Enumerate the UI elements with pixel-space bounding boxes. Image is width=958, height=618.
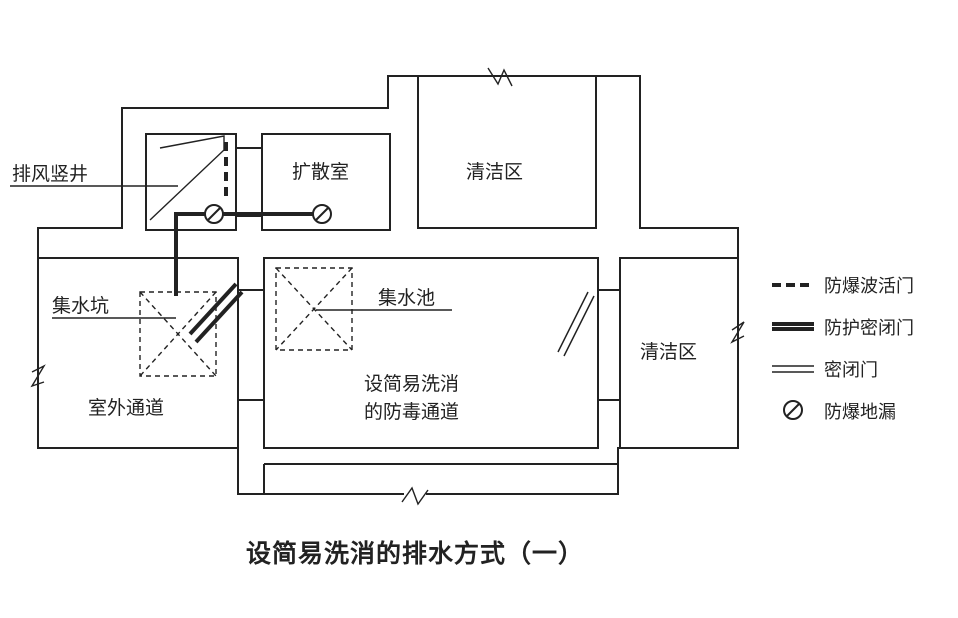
label-exhaust-shaft: 排风竖井: [12, 163, 88, 185]
label-decon-line1: 设简易洗消: [364, 373, 459, 395]
legend-label: 防护密闭门: [824, 318, 914, 339]
sump-pit-box: [139, 291, 217, 377]
label-clean-zone-right: 清洁区: [640, 341, 697, 363]
label-outdoor-passage: 室外通道: [88, 397, 164, 419]
drain-pipe: [174, 212, 322, 296]
protective-airtight-door: [188, 282, 244, 344]
floor-drain-icon: [204, 204, 224, 224]
sump-pool-box: [275, 267, 353, 351]
label-decon-line2: 的防毒通道: [364, 401, 459, 423]
legend-label: 密闭门: [824, 360, 878, 381]
label-sump-pit: 集水坑: [52, 295, 109, 317]
label-sump-pool: 集水池: [378, 287, 435, 309]
airtight-door: [557, 291, 595, 357]
label-clean-zone-top: 清洁区: [466, 161, 523, 183]
floor-drain-icon: [783, 400, 803, 420]
legend-label: 防爆波活门: [824, 276, 914, 297]
walls: [30, 67, 745, 506]
floor-drain-icon: [312, 204, 332, 224]
legend: 防爆波活门 防护密闭门 密闭门 防爆地漏: [772, 276, 914, 423]
legend-label: 防爆地漏: [824, 402, 896, 423]
label-expansion-room: 扩散室: [292, 161, 349, 183]
diagram-title: 设简易洗消的排水方式（一）: [246, 539, 584, 568]
